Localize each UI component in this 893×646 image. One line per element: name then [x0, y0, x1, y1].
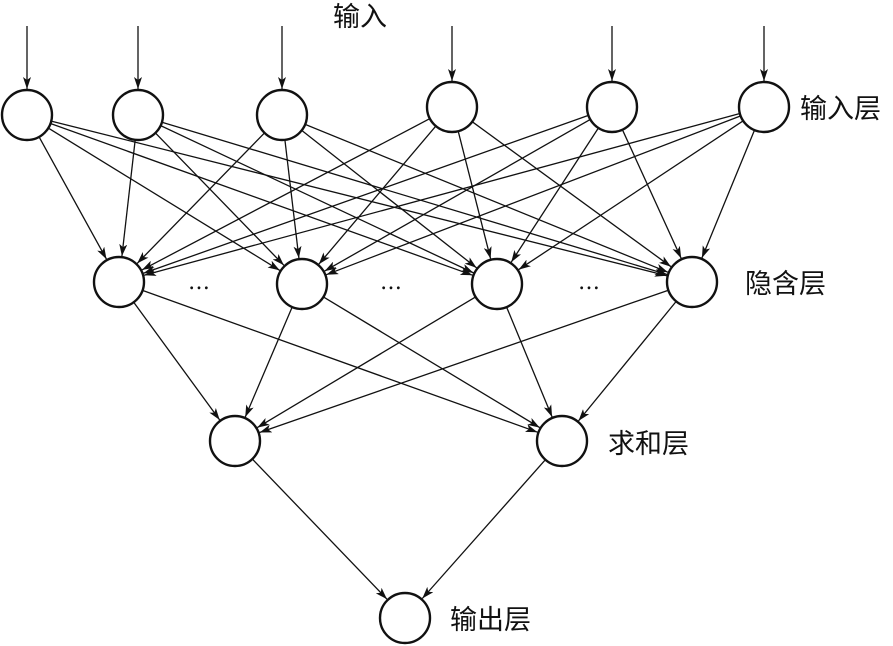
edge-hidden-4-sum-1 — [259, 289, 669, 434]
edge-hidden-1-sum-1 — [133, 301, 221, 421]
edge-input-5-hidden-3 — [510, 127, 599, 263]
input-node-6 — [737, 80, 791, 134]
input-node-5 — [585, 80, 639, 134]
edge-input-3-hidden-2 — [284, 139, 302, 259]
input-node-3 — [255, 88, 309, 142]
edge-input-4-hidden-3 — [457, 131, 492, 259]
edge-hidden-4-sum-2 — [577, 300, 677, 422]
edge-input-4-hidden-4 — [471, 121, 672, 268]
edge-input-2-hidden-1 — [119, 139, 136, 257]
edge-hidden-1-sum-2 — [142, 289, 538, 433]
edge-input-1-hidden-2 — [47, 127, 281, 271]
edge-input-4-hidden-1 — [141, 118, 431, 271]
edge-input-3-hidden-1 — [136, 132, 265, 264]
edge-input-6-hidden-2 — [326, 115, 741, 276]
edge-input-6-hidden-4 — [701, 129, 756, 259]
edge-hidden-2-sum-1 — [244, 306, 293, 418]
edge-input-3-hidden-3 — [301, 129, 478, 269]
layer-nodes — [0, 80, 791, 645]
hidden-node-2 — [275, 257, 329, 311]
edge-input-5-hidden-4 — [621, 129, 682, 259]
hidden-ellipsis-1: … — [188, 270, 211, 295]
input-node-1 — [0, 88, 54, 142]
edge-input-4-hidden-2 — [318, 125, 437, 265]
edge-input-5-hidden-1 — [143, 114, 589, 274]
hidden-ellipsis-3: … — [578, 270, 601, 295]
output-layer-label: 输出层 — [450, 605, 531, 636]
edge-input-1-hidden-3 — [50, 122, 473, 276]
input-label: 输入 — [333, 2, 387, 33]
hidden-node-4 — [665, 255, 719, 309]
input-layer-label: 输入层 — [800, 94, 881, 125]
connection-edges — [23, 26, 768, 600]
edge-input-1-hidden-1 — [38, 136, 108, 260]
hidden-ellipsis-2: … — [380, 270, 403, 295]
edge-sum-1-output-1 — [251, 458, 388, 600]
edge-input-6-hidden-3 — [518, 120, 744, 271]
edge-hidden-3-sum-2 — [505, 306, 553, 418]
sum-node-2 — [535, 414, 589, 468]
edge-sum-2-output-1 — [421, 459, 546, 599]
hidden-layer-label: 隐含层 — [745, 269, 826, 300]
output-node-1 — [378, 591, 432, 645]
edge-input-2-hidden-4 — [161, 121, 668, 276]
edge-hidden-3-sum-1 — [256, 296, 476, 429]
edge-input-6-hidden-1 — [143, 112, 741, 276]
sum-layer-label: 求和层 — [608, 429, 689, 460]
edge-input-2-hidden-3 — [160, 125, 474, 274]
input-node-4 — [425, 80, 479, 134]
edge-input-3-hidden-4 — [304, 123, 669, 273]
hidden-node-1 — [92, 255, 146, 309]
sum-node-1 — [208, 414, 262, 468]
hidden-node-3 — [470, 257, 524, 311]
input-node-2 — [111, 88, 165, 142]
edge-input-1-hidden-4 — [51, 120, 667, 277]
edge-input-5-hidden-2 — [324, 118, 591, 272]
edge-hidden-2-sum-2 — [323, 296, 541, 429]
